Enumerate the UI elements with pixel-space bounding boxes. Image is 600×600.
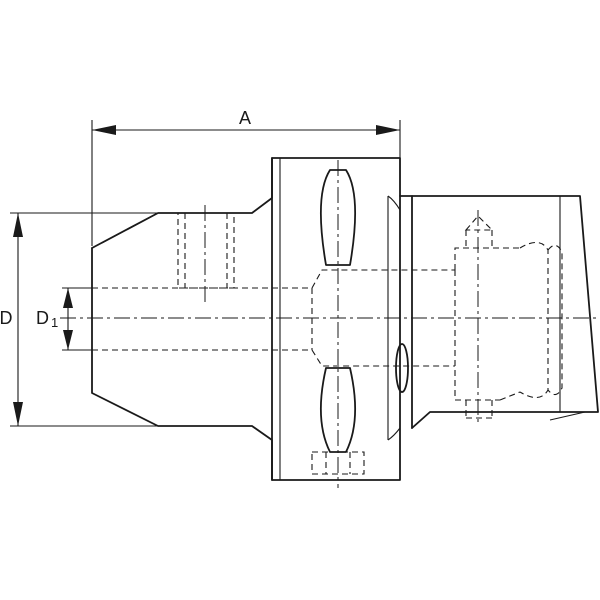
dimension-a-label: A <box>239 108 251 128</box>
nose-body <box>91 157 273 481</box>
drive-slot-top <box>319 169 357 266</box>
dimension-a: A <box>91 108 401 246</box>
dimension-d1: D 1 <box>36 287 92 351</box>
dimension-d-label: D <box>0 308 13 328</box>
dimension-d: D <box>0 212 158 427</box>
shank <box>399 195 599 429</box>
shank-internals <box>454 215 563 419</box>
dimension-d1-subscript: 1 <box>51 315 58 330</box>
side-hole <box>395 343 409 393</box>
radial-hole <box>177 212 235 289</box>
key-block <box>311 451 365 475</box>
flange <box>271 157 401 481</box>
dimension-d1-label: D <box>36 308 49 328</box>
